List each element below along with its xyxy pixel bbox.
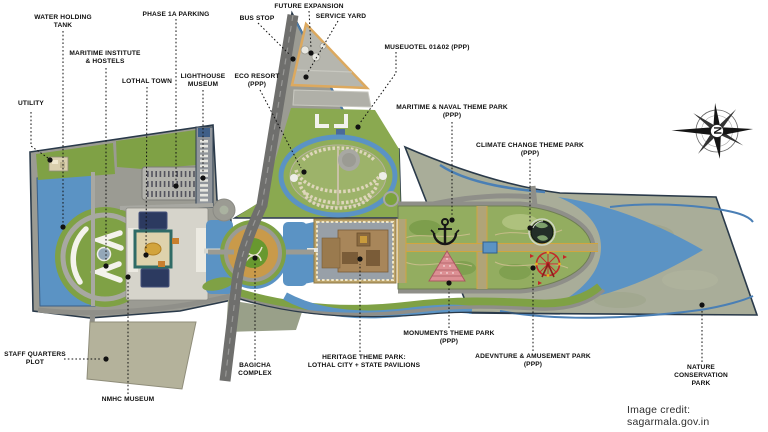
label-heritage-park: HERITAGE THEME PARK: LOTHAL CITY + STATE…: [307, 354, 421, 370]
compass-rose-icon: [671, 102, 754, 159]
roundabout-north: [338, 149, 360, 171]
water-chevron: [558, 197, 703, 303]
label-nature-conservation: NATURE CONSERVATION PARK: [674, 364, 728, 388]
label-staff-quarters: STAFF QUARTERS PLOT: [4, 351, 66, 367]
leader-lothal-town: [145, 86, 148, 251]
label-future-expansion: FUTURE EXPANSION: [274, 3, 344, 10]
service-yard-area: [290, 21, 372, 108]
label-water-holding-tank: WATER HOLDING TANK: [34, 14, 92, 30]
diagonal-road: [212, 14, 299, 382]
staff-quarters-area: [86, 311, 197, 390]
museum-roof-south: [140, 268, 170, 288]
monuments-building: [428, 250, 466, 282]
south-band: [226, 283, 606, 332]
leader-future-expansion: [308, 10, 312, 49]
eco-resort-area: [278, 134, 398, 218]
label-bagicha-complex: BAGICHA COMPLEX: [238, 362, 272, 378]
leader-museuotel: [359, 52, 397, 124]
west-block: [29, 124, 235, 319]
theme-park-cells: [397, 185, 598, 294]
label-nmhc-museum: NMHC MUSEUM: [101, 396, 155, 403]
museum-roof-north: [138, 211, 168, 230]
leader-lines: [30, 10, 703, 394]
label-monuments-park: MONUMENTS THEME PARK (PPP): [403, 330, 495, 346]
anchor-icon: [430, 218, 460, 246]
museuotel-buildings: [315, 114, 348, 136]
heritage-complex-area: [296, 218, 407, 285]
label-utility: UTILITY: [18, 100, 44, 107]
leader-dots: [47, 50, 705, 362]
label-climate-change-park: CLIMATE CHANGE THEME PARK (PPP): [476, 142, 584, 158]
label-maritime-institute: MARITIME INSTITUTE & HOSTELS: [69, 50, 141, 66]
label-lothal-town: LOTHAL TOWN: [121, 78, 173, 85]
compass-north-letter: N: [711, 126, 723, 135]
label-lighthouse-museum: LIGHTHOUSE MUSEUM: [180, 73, 226, 89]
lighthouse-structure: [195, 126, 214, 208]
label-adventure-park: ADEVNTURE & AMUSEMENT PARK (PPP): [475, 353, 591, 369]
label-museuotel: MUSEUOTEL 01&02 (PPP): [384, 44, 470, 51]
label-eco-resort: ECO RESORT (PPP): [234, 73, 280, 89]
label-service-yard: SERVICE YARD: [315, 13, 367, 20]
label-maritime-naval-park: MARITIME & NAVAL THEME PARK (PPP): [396, 104, 508, 120]
label-bus-stop: BUS STOP: [239, 15, 275, 22]
globe-icon: [528, 218, 556, 246]
ferris-wheel-icon: [530, 251, 567, 285]
leader-eco-resort: [259, 89, 302, 169]
image-credit: Image credit: sagarmala.gov.in: [627, 404, 710, 428]
nmhc-museum-complex: [125, 207, 209, 301]
label-phase-1a-parking: PHASE 1A PARKING: [142, 11, 210, 18]
